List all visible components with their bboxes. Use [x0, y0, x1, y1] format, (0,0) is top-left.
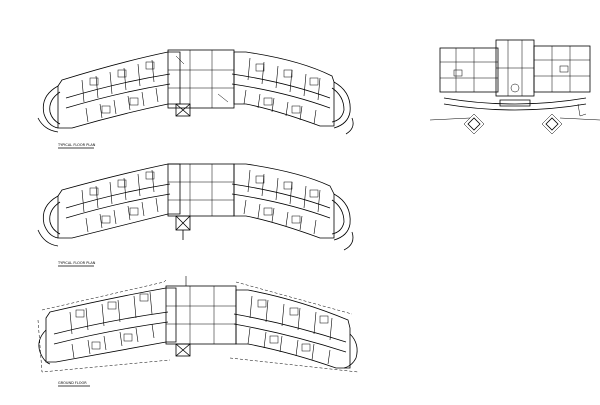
floor-plan-4: [429, 39, 600, 135]
floor-plan-3: [37, 276, 359, 373]
plan-3-caption: GROUND FLOOR: [58, 381, 87, 385]
floor-plan-2: [37, 163, 354, 251]
plan-2-caption: TYPICAL FLOOR PLAN: [57, 261, 96, 265]
floor-plan-1: [37, 49, 354, 135]
plan-1-caption: TYPICAL FLOOR PLAN: [57, 143, 96, 147]
